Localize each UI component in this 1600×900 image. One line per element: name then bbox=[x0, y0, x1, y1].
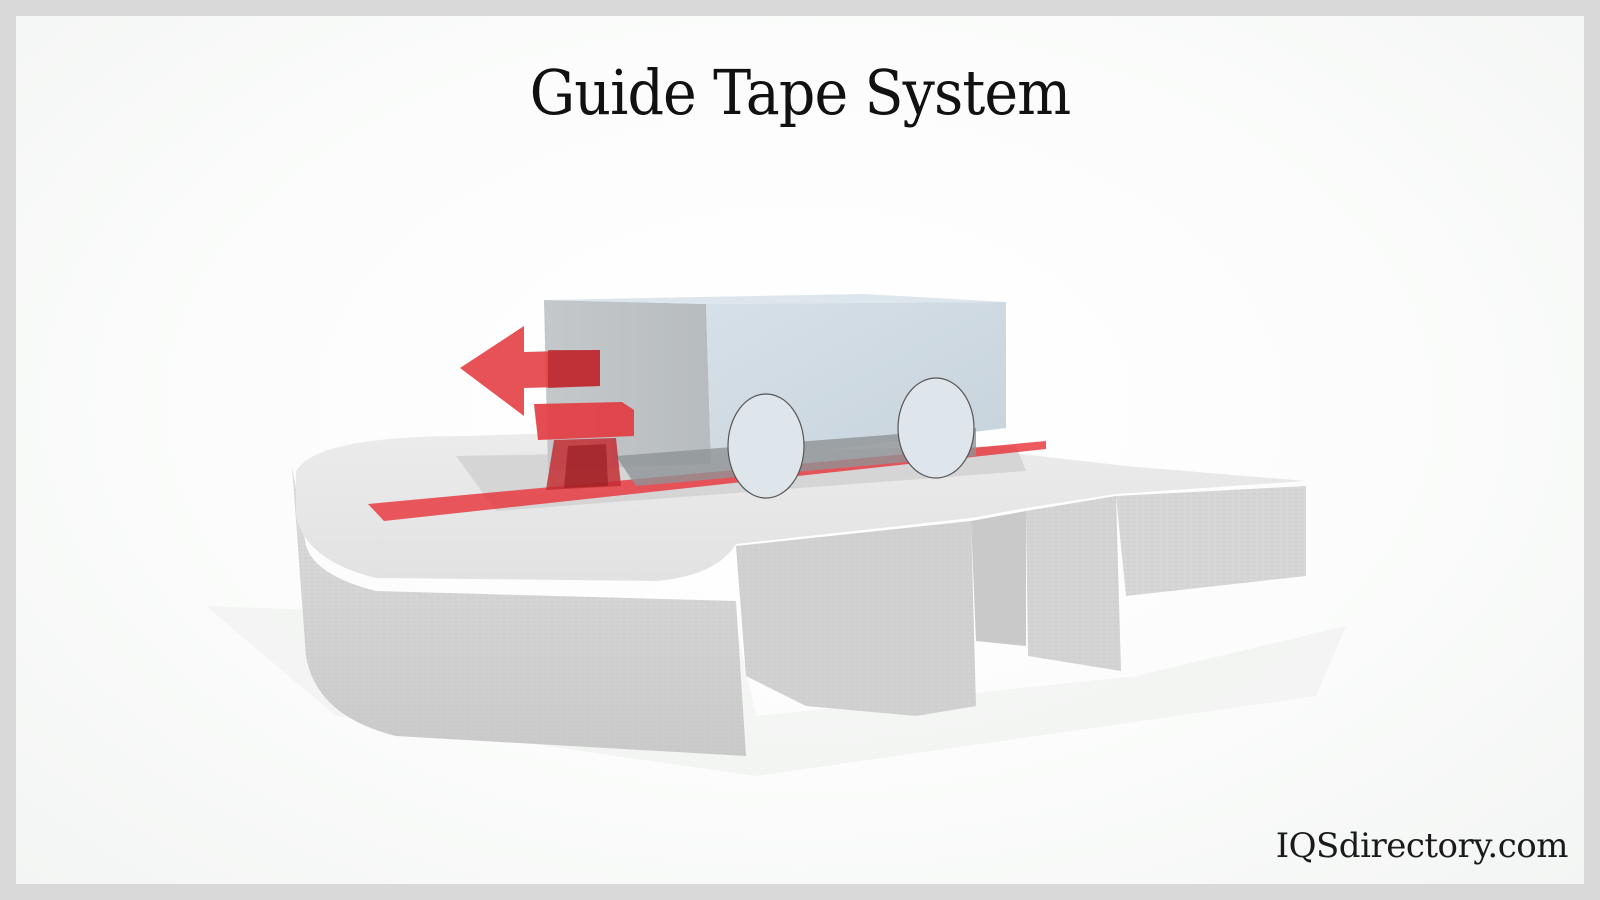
rear-wheel bbox=[897, 377, 975, 479]
diagram-canvas: Guide Tape System IQSdirectory.com bbox=[16, 16, 1584, 884]
front-wheel bbox=[727, 393, 805, 499]
guide-sensor bbox=[534, 402, 634, 490]
direction-arrow-icon bbox=[460, 326, 600, 416]
site-watermark: IQSdirectory.com bbox=[1275, 826, 1569, 866]
diagram-title: Guide Tape System bbox=[529, 56, 1072, 129]
guide-tape-system-illustration bbox=[206, 294, 1346, 776]
agv-vehicle bbox=[544, 294, 1006, 499]
